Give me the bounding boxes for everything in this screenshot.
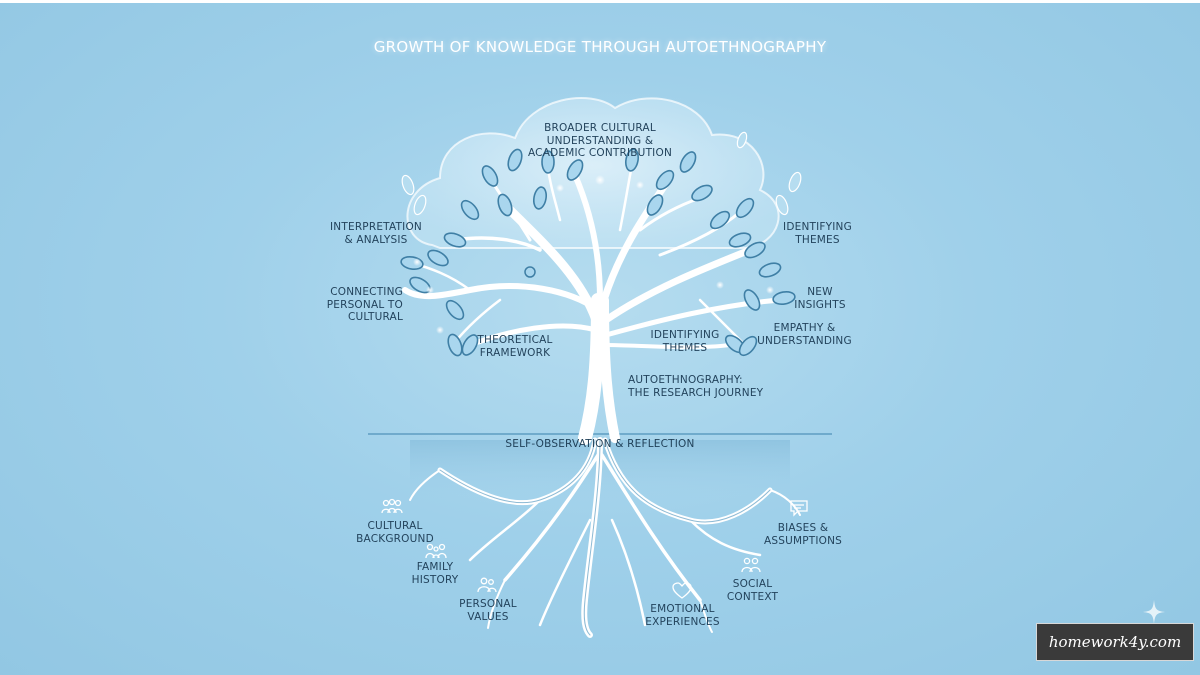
people-group-icon xyxy=(381,498,403,514)
label-interpretation-analysis: INTERPRETATION & ANALYSIS xyxy=(326,221,426,246)
heart-icon xyxy=(672,582,692,599)
label-empathy-understanding: EMPATHY & UNDERSTANDING xyxy=(752,322,857,347)
diagram-title: GROWTH OF KNOWLEDGE THROUGH AUTOETHNOGRA… xyxy=(373,38,827,56)
label-line: CONTEXT xyxy=(726,590,779,603)
label-line: SOCIAL xyxy=(732,578,773,590)
label-line: VALUES xyxy=(467,610,509,623)
tree-roots-outline xyxy=(439,439,771,636)
label-line: THEORETICAL xyxy=(477,334,553,346)
label-line: CONNECTING xyxy=(330,286,403,298)
side-sprigs xyxy=(401,131,802,216)
label-line: BIASES & xyxy=(777,522,829,534)
label-connecting-personal-to-cultural: CONNECTING PERSONAL TO CULTURAL xyxy=(313,286,403,324)
label-family-history: FAMILY HISTORY xyxy=(405,561,465,586)
label-personal-values: PERSONAL VALUES xyxy=(448,598,528,623)
label-line: UNDERSTANDING & xyxy=(546,134,654,147)
label-line: CULTURAL xyxy=(347,311,403,323)
label-line: INSIGHTS xyxy=(794,298,846,311)
label-emotional-experiences: EMOTIONAL EXPERIENCES xyxy=(635,603,730,628)
sparkle-icon xyxy=(1143,600,1165,624)
label-line: THE RESEARCH JOURNEY xyxy=(628,386,764,399)
label-new-insights: NEW INSIGHTS xyxy=(790,286,850,311)
label-line: ASSUMPTIONS xyxy=(763,534,843,547)
label-line: NEW xyxy=(807,286,833,298)
label-identifying-themes-outer: IDENTIFYING THEMES xyxy=(770,221,865,246)
label-broader-cultural-understanding: BROADER CULTURAL UNDERSTANDING & ACADEMI… xyxy=(520,122,680,160)
label-line: EXPERIENCES xyxy=(645,615,720,628)
label-line: UNDERSTANDING xyxy=(757,334,852,347)
label-line: THEMES xyxy=(662,341,708,354)
label-line: PERSONAL TO xyxy=(326,298,403,311)
label-theoretical-framework: THEORETICAL FRAMEWORK xyxy=(470,334,560,359)
label-line: EMPATHY & xyxy=(773,322,836,334)
label-line: IDENTIFYING xyxy=(650,329,720,341)
label-biases-assumptions: BIASES & ASSUMPTIONS xyxy=(758,522,848,547)
top-border-line xyxy=(0,0,1200,3)
label-line: EMOTIONAL xyxy=(650,603,715,615)
label-line: FAMILY xyxy=(416,561,454,573)
label-line: BACKGROUND xyxy=(356,532,434,545)
label-line: IDENTIFYING xyxy=(783,221,852,233)
label-identifying-themes-inner: IDENTIFYING THEMES xyxy=(640,329,730,354)
speech-bubble-icon xyxy=(790,500,808,517)
label-self-observation-reflection: SELF-OBSERVATION & REFLECTION xyxy=(505,438,695,450)
person-pair-icon xyxy=(477,577,497,593)
label-line: FRAMEWORK xyxy=(479,346,551,359)
label-line: BROADER CULTURAL xyxy=(544,122,656,134)
label-line: ACADEMIC CONTRIBUTION xyxy=(527,147,673,159)
label-line: AUTOETHNOGRAPHY: xyxy=(628,374,743,386)
label-social-context: SOCIAL CONTEXT xyxy=(720,578,785,603)
label-line: HISTORY xyxy=(411,573,459,586)
label-line: CULTURAL xyxy=(367,520,423,532)
glow-dots xyxy=(413,137,774,334)
label-cultural-background: CULTURAL BACKGROUND xyxy=(350,520,440,545)
label-line: INTERPRETATION xyxy=(330,221,422,233)
family-icon xyxy=(425,543,447,559)
label-autoethnography-journey: AUTOETHNOGRAPHY: THE RESEARCH JOURNEY xyxy=(628,374,768,399)
watermark-badge: homework4y.com xyxy=(1036,623,1194,661)
social-group-icon xyxy=(741,557,761,573)
label-line: & ANALYSIS xyxy=(344,233,408,246)
label-line: PERSONAL xyxy=(459,598,517,610)
label-line: THEMES xyxy=(795,233,840,246)
